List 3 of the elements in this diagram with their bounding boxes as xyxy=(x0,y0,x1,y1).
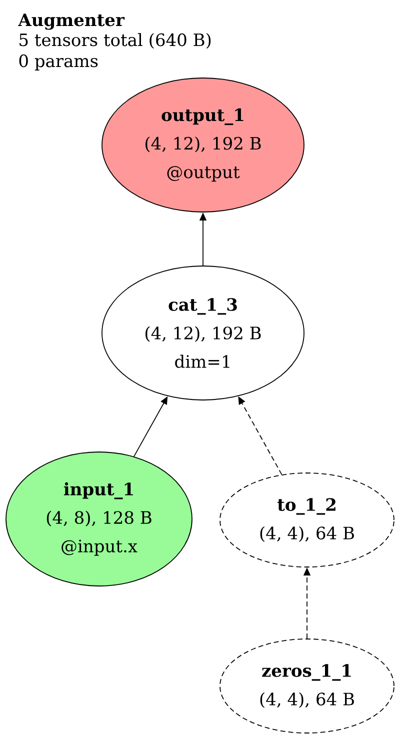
diagram-title: Augmenter xyxy=(18,14,125,30)
summary-text: 0 params xyxy=(19,54,98,71)
summary-text: 5 tensors total (640 B) xyxy=(20,33,211,49)
